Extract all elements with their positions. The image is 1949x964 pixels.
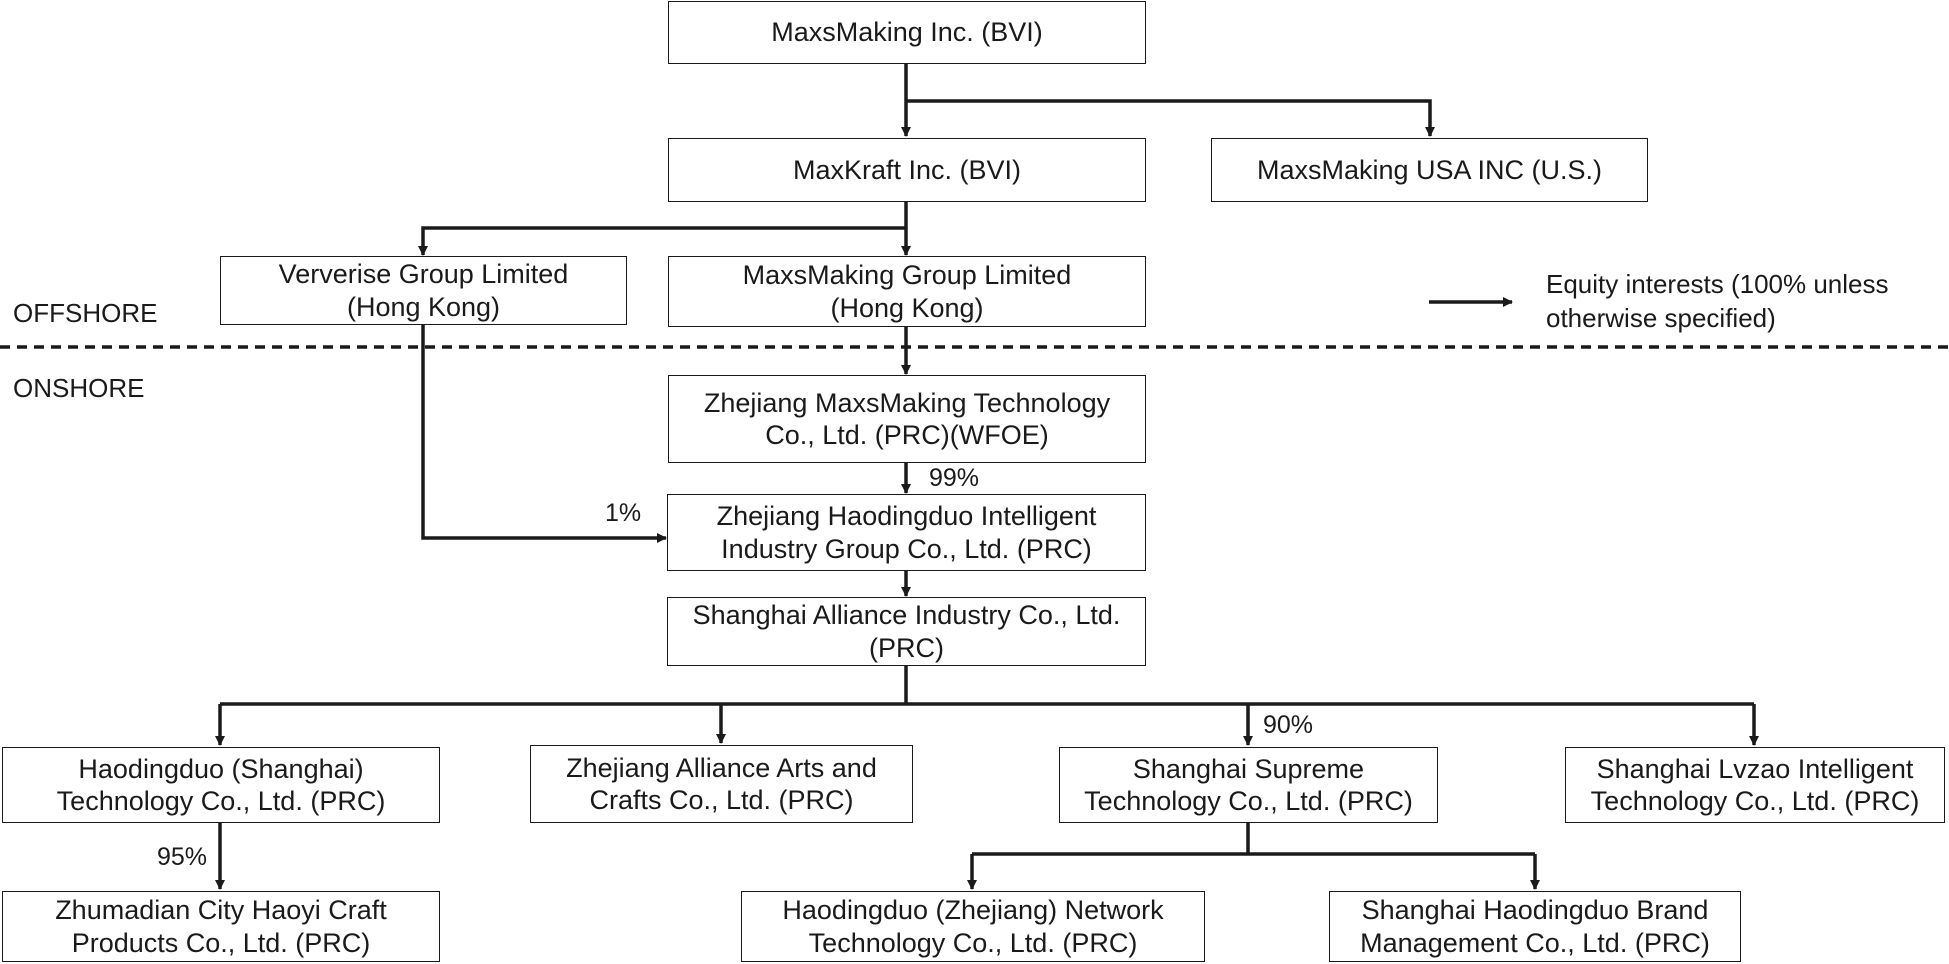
entity-label-line-1: Zhejiang Alliance Arts and: [566, 752, 877, 783]
entity-label-line-2: Technology Co., Ltd. (PRC): [56, 786, 386, 816]
entity-label-line-2: Crafts Co., Ltd. (PRC): [589, 785, 854, 815]
entity-shanghai-supreme: Shanghai Supreme Technology Co., Ltd. (P…: [1059, 747, 1438, 823]
entity-label-line-1: Ververise Group Limited: [278, 259, 569, 290]
pct-wfoe-to-haodingduo: 99%: [929, 464, 980, 492]
entity-label-line-1: Shanghai Haodingduo Brand: [1361, 895, 1709, 926]
entity-label-line-1: Zhejiang Haodingduo Intelligent: [716, 501, 1097, 532]
entity-shanghai-alliance: Shanghai Alliance Industry Co., Ltd. (PR…: [667, 597, 1146, 666]
entity-label-line-1: Shanghai Supreme: [1132, 753, 1365, 784]
legend-line-1: Equity interests (100% unless: [1546, 269, 1889, 299]
entity-label: MaxsMaking Inc. (BVI): [771, 17, 1043, 48]
entity-maxkraft-bvi: MaxKraft Inc. (BVI): [668, 138, 1146, 202]
legend-text: Equity interests (100% unless otherwise …: [1546, 268, 1889, 336]
entity-label-line-2: Technology Co., Ltd. (PRC): [1590, 786, 1920, 816]
entity-label-line-2: Products Co., Ltd. (PRC): [71, 927, 371, 958]
entity-label-line-1: Shanghai Lvzao Intelligent: [1596, 753, 1914, 784]
entity-maxsmaking-bvi: MaxsMaking Inc. (BVI): [668, 1, 1146, 64]
entity-label: MaxKraft Inc. (BVI): [792, 154, 1022, 185]
onshore-label: ONSHORE: [13, 373, 145, 403]
entity-label-line-2: Management Co., Ltd. (PRC): [1360, 927, 1710, 958]
entity-label-line-2: Industry Group Co., Ltd. (PRC): [721, 533, 1092, 564]
edge-bvi-usa: [906, 99, 1435, 137]
entity-label-line-2: Technology Co., Ltd. (PRC): [808, 927, 1138, 958]
entity-maxsmaking-usa: MaxsMaking USA INC (U.S.): [1211, 138, 1648, 202]
edge-ververise-haodingduo: [421, 325, 667, 543]
entity-shanghai-haodingduo-brand: Shanghai Haodingduo Brand Management Co.…: [1329, 891, 1741, 962]
edge-maxkraft-ververise: [418, 226, 906, 256]
entity-label-line-2: (Hong Kong): [346, 291, 501, 322]
entity-zhejiang-haodingduo: Zhejiang Haodingduo Intelligent Industry…: [667, 494, 1146, 571]
entity-zhejiang-alliance-arts: Zhejiang Alliance Arts and Crafts Co., L…: [530, 745, 913, 823]
entity-haodingduo-shanghai: Haodingduo (Shanghai) Technology Co., Lt…: [2, 747, 440, 823]
entity-label-line-2: Co., Ltd. (PRC)(WFOE): [765, 420, 1049, 450]
pct-haodingduo-shanghai-to-zhumadian: 95%: [157, 843, 208, 871]
entity-maxsmaking-hk: MaxsMaking Group Limited (Hong Kong): [668, 256, 1146, 327]
entity-label-line-2: Technology Co., Ltd. (PRC): [1084, 786, 1413, 816]
entity-label-line-2: (Hong Kong): [830, 292, 984, 323]
edge-alliance-bus: [220, 666, 1754, 706]
pct-ververise-to-haodingduo: 1%: [605, 499, 642, 527]
entity-haodingduo-zhejiang-network: Haodingduo (Zhejiang) Network Technology…: [741, 891, 1205, 962]
entity-label-line-1: Zhumadian City Haoyi Craft: [55, 895, 387, 926]
pct-alliance-to-supreme: 90%: [1263, 711, 1314, 739]
entity-shanghai-lvzao: Shanghai Lvzao Intelligent Technology Co…: [1565, 747, 1945, 823]
entity-zhejiang-wfoe: Zhejiang MaxsMaking Technology Co., Ltd.…: [668, 375, 1146, 463]
legend-line-2: otherwise specified): [1546, 302, 1776, 333]
entity-label-line-1: Haodingduo (Zhejiang) Network: [782, 895, 1164, 926]
entity-zhumadian-haoyi: Zhumadian City Haoyi Craft Products Co.,…: [2, 891, 440, 962]
entity-label: MaxsMaking USA INC (U.S.): [1256, 154, 1603, 185]
edge-supreme-bus: [972, 823, 1535, 856]
entity-ververise-hk: Ververise Group Limited (Hong Kong): [220, 256, 627, 325]
entity-label-line-1: MaxsMaking Group Limited: [742, 260, 1072, 291]
entity-label-line-1: Shanghai Alliance Industry Co., Ltd.: [692, 600, 1121, 631]
entity-label-line-1: Zhejiang MaxsMaking Technology: [703, 387, 1111, 418]
entity-label-line-2: (PRC): [869, 632, 944, 663]
offshore-label: OFFSHORE: [13, 298, 158, 328]
entity-label-line-1: Haodingduo (Shanghai): [78, 753, 364, 784]
